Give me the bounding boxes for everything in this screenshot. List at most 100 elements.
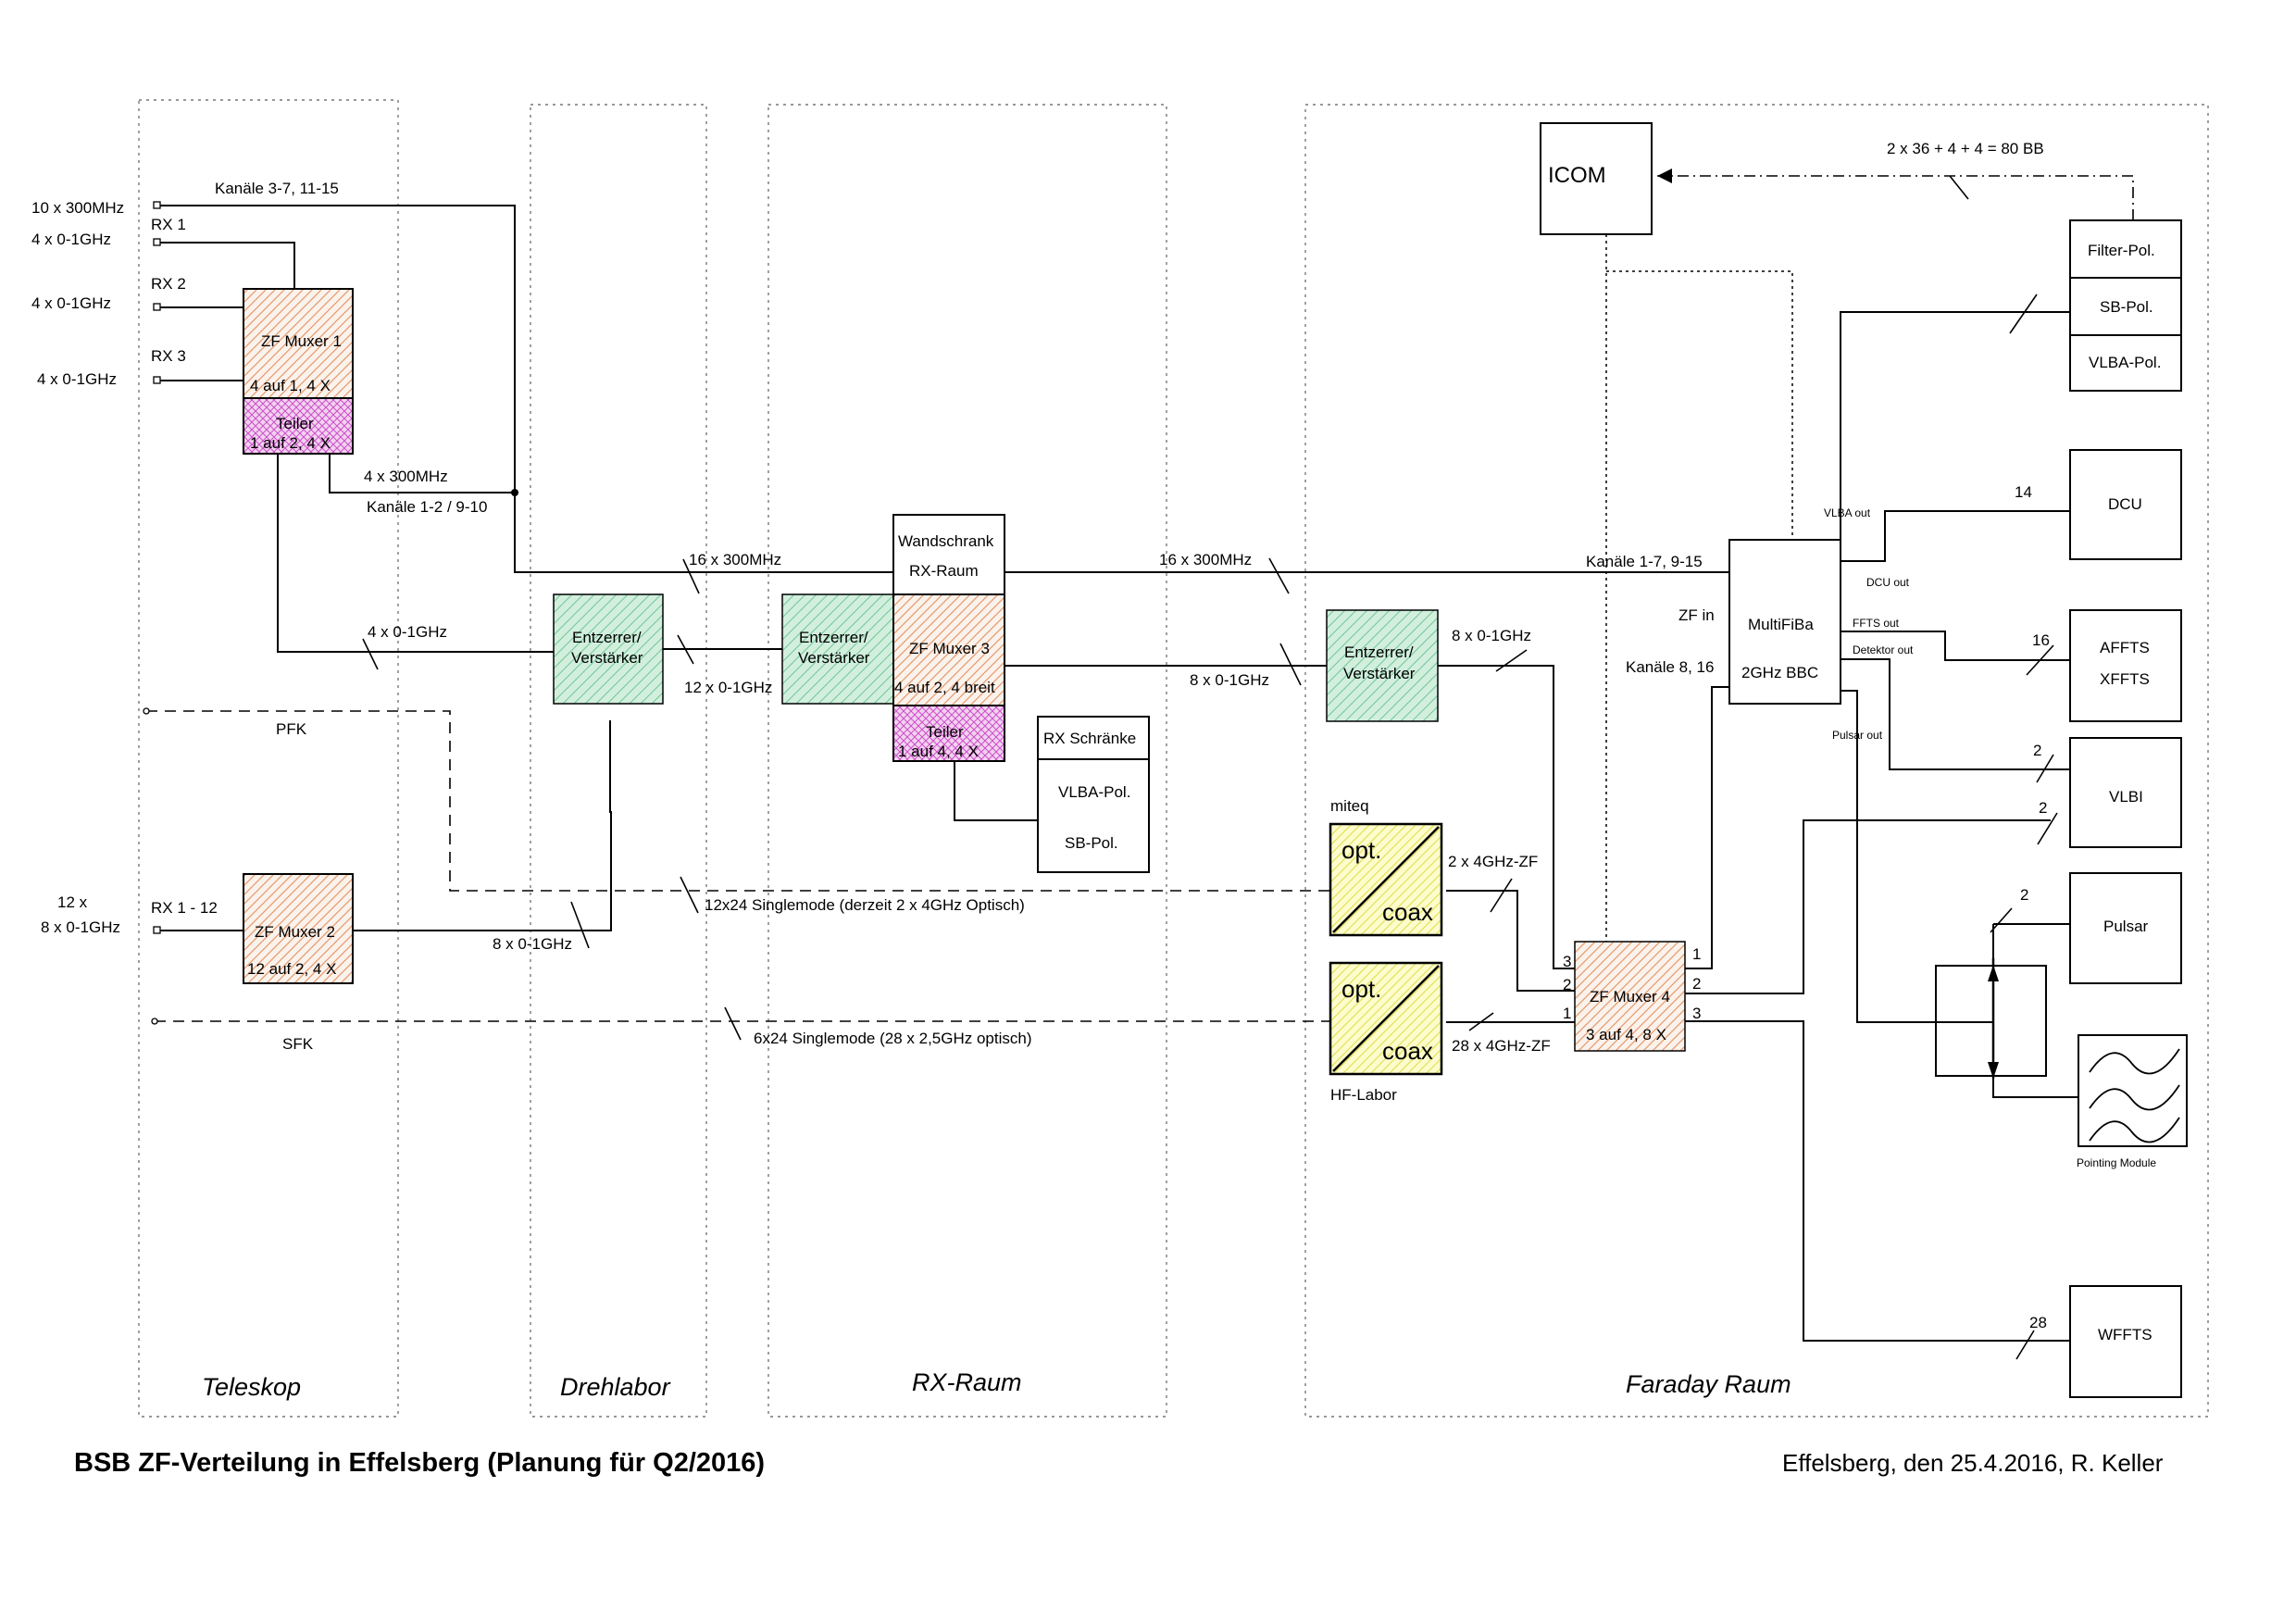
multifiba-line2: 2GHz BBC	[1741, 664, 1818, 681]
room-label-rx-raum: RX-Raum	[912, 1368, 1022, 1396]
port-ffts-out: FFTS out	[1853, 617, 1900, 630]
label-12x24-singlemode: 12x24 Singlemode (derzeit 2 x 4GHz Optis…	[705, 896, 1025, 914]
line-labels: Kanäle 3-7, 11-15 4 x 300MHz Kanäle 1-2 …	[215, 140, 2050, 1331]
room-drehlabor: Drehlabor	[530, 104, 707, 1418]
input-rx3-band: 4 x 0-1GHz	[37, 370, 117, 388]
input-pfk: PFK	[276, 720, 307, 738]
zf-muxer-2: ZF Muxer 2 12 auf 2, 4 X	[243, 873, 354, 984]
zf-muxer-4-detail: 3 auf 4, 8 X	[1586, 1026, 1666, 1043]
input-labels: 10 x 300MHz RX 1 4 x 0-1GHz RX 2 4 x 0-1…	[31, 199, 314, 1053]
teiler-1-detail: 1 auf 2, 4 X	[250, 434, 331, 452]
zf-muxer-4: ZF Muxer 4 3 auf 4, 8 X 3 2 1 1 2 3	[1563, 941, 1701, 1052]
label-16x300mhz-b: 16 x 300MHz	[1159, 551, 1252, 568]
input-rx2-band: 4 x 0-1GHz	[31, 294, 111, 312]
bus-ticks	[362, 175, 2058, 1360]
zf-muxer-3-detail: 4 auf 2, 4 breit	[894, 679, 995, 696]
multifiba-line1: MultiFiBa	[1748, 616, 1814, 633]
polarization-stack: Filter-Pol. SB-Pol. VLBA-Pol.	[2069, 219, 2182, 392]
vlba-pol-label: VLBA-Pol.	[2089, 354, 2161, 371]
room-faraday: Faraday Raum	[1304, 104, 2209, 1418]
zf-muxer-4-port-out-3: 3	[1692, 1005, 1701, 1022]
port-detektor-out: Detektor out	[1853, 643, 1914, 656]
opt-coax-1-bottom: coax	[1382, 898, 1433, 926]
diagram-author: Effelsberg, den 25.4.2016, R. Keller	[1782, 1449, 2164, 1477]
input-rx1: RX 1	[151, 216, 186, 233]
teiler-1: Teiler 1 auf 2, 4 X	[243, 397, 354, 455]
input-rx-many-band: 8 x 0-1GHz	[41, 918, 120, 936]
wffts-label: WFFTS	[2098, 1326, 2152, 1343]
rx-schraenke-pol2: SB-Pol.	[1065, 834, 1118, 852]
label-16: 16	[2032, 631, 2050, 649]
zf-muxer-4-name: ZF Muxer 4	[1590, 988, 1670, 1006]
zf-muxer-2-name: ZF Muxer 2	[255, 923, 335, 941]
label-2-vlbi-a: 2	[2033, 742, 2041, 759]
entzerrer-verstaerker-2: Entzerrer/ Verstärker	[781, 593, 894, 705]
pointing-module: Pointing Module	[2077, 1034, 2188, 1169]
input-rx-many-count: 12 x	[57, 893, 88, 911]
entzerrer-3-line2: Verstärker	[1343, 665, 1416, 682]
entzerrer-verstaerker-1: Entzerrer/ Verstärker	[553, 593, 664, 705]
pulsar-box: Pulsar	[2069, 872, 2182, 984]
opt-coax-1-label: miteq	[1330, 797, 1369, 815]
opt-coax-2-bottom: coax	[1382, 1037, 1433, 1065]
input-rx3: RX 3	[151, 347, 186, 365]
wffts-box: WFFTS	[2069, 1285, 2182, 1398]
icom-box: ICOM	[1540, 122, 1653, 235]
vlbi-box: VLBI	[2069, 737, 2182, 848]
teiler-1-name: Teiler	[276, 415, 314, 432]
label-12x0-1ghz: 12 x 0-1GHz	[684, 679, 772, 696]
entzerrer-2-line2: Verstärker	[798, 649, 870, 667]
sb-pol-label: SB-Pol.	[2100, 298, 2153, 316]
multifiba-kanaele: Kanäle 8, 16	[1626, 658, 1714, 676]
rx-schraenke-title: RX Schränke	[1043, 730, 1136, 747]
input-rx1-12: RX 1 - 12	[151, 899, 218, 917]
opt-coax-1-top: opt.	[1341, 836, 1381, 864]
label-2-pulsar: 2	[2020, 886, 2028, 904]
wandschrank: Wandschrank RX-Raum	[892, 514, 1005, 595]
xffts-label: XFFTS	[2100, 670, 2150, 688]
opt-coax-2-label: HF-Labor	[1330, 1086, 1397, 1104]
wandschrank-line1: Wandschrank	[898, 532, 994, 550]
room-rx-raum: RX-Raum	[767, 104, 1167, 1418]
zf-muxer-4-port-out-2: 2	[1692, 975, 1701, 993]
entzerrer-1-line2: Verstärker	[571, 649, 643, 667]
zf-muxer-4-port-out-1: 1	[1692, 945, 1701, 963]
zf-muxer-1-detail: 4 auf 1, 4 X	[250, 377, 331, 394]
label-14: 14	[2015, 483, 2032, 501]
port-pulsar-out: Pulsar out	[1832, 729, 1883, 742]
label-8x0-1ghz-c: 8 x 0-1GHz	[493, 935, 572, 953]
pointing-module-label: Pointing Module	[2077, 1156, 2156, 1169]
filter-pol-label: Filter-Pol.	[2088, 242, 2155, 259]
input-rx2: RX 2	[151, 275, 186, 293]
vlbi-label: VLBI	[2109, 788, 2143, 806]
dcu-label: DCU	[2108, 495, 2142, 513]
label-4x0-1ghz: 4 x 0-1GHz	[368, 623, 447, 641]
entzerrer-verstaerker-3: Entzerrer/ Verstärker	[1326, 609, 1439, 722]
label-4x300mhz: 4 x 300MHz	[364, 468, 448, 485]
opt-coax-converter-1: opt. coax miteq	[1329, 797, 1443, 937]
zf-muxer-3: ZF Muxer 3 4 auf 2, 4 breit	[892, 593, 1005, 706]
port-vlba-out: VLBA out	[1824, 506, 1871, 519]
port-dcu-out: DCU out	[1866, 576, 1910, 589]
input-10x300mhz: 10 x 300MHz	[31, 199, 124, 217]
zf-muxer-2-detail: 12 auf 2, 4 X	[247, 960, 336, 978]
teiler-2: Teiler 1 auf 4, 4 X	[892, 705, 1005, 762]
room-teleskop: Teleskop	[138, 99, 399, 1418]
teiler-2-detail: 1 auf 4, 4 X	[898, 743, 979, 760]
opt-coax-converter-2: opt. coax HF-Labor	[1329, 961, 1443, 1104]
diagram-title: BSB ZF-Verteilung in Effelsberg (Planung…	[74, 1448, 765, 1478]
zf-muxer-1: ZF Muxer 1 4 auf 1, 4 X	[243, 288, 354, 399]
multifiba-zf-in: ZF in	[1678, 606, 1715, 624]
input-rx1-band: 4 x 0-1GHz	[31, 231, 111, 248]
zf-muxer-4-port-in-1: 1	[1563, 1005, 1571, 1022]
zf-muxer-4-port-in-2: 2	[1563, 976, 1571, 993]
label-2x4ghz-zf: 2 x 4GHz-ZF	[1448, 853, 1538, 870]
label-kanaele-1-7: Kanäle 1-7, 9-15	[1586, 553, 1703, 570]
wires	[143, 169, 2134, 1342]
affts-label: AFFTS	[2100, 639, 2150, 656]
room-label-teleskop: Teleskop	[202, 1373, 301, 1401]
label-kanaele-3-7: Kanäle 3-7, 11-15	[215, 180, 339, 197]
label-2-vlbi-b: 2	[2039, 799, 2047, 817]
label-28: 28	[2029, 1314, 2047, 1331]
